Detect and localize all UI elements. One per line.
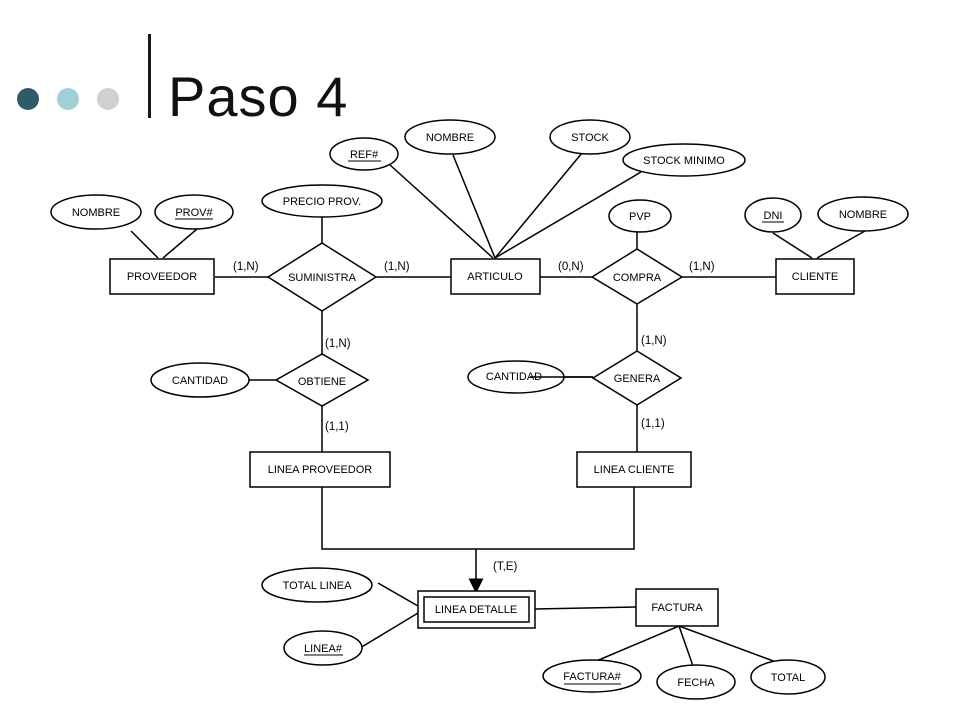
connector-lines xyxy=(130,152,866,667)
attribute-stock: STOCK xyxy=(549,119,631,155)
relationship-suministra: SUMINISTRA xyxy=(266,242,378,312)
attribute-fecha: FECHA xyxy=(656,664,736,700)
entity-label: LINEA CLIENTE xyxy=(594,464,675,476)
entity-cliente: CLIENTE xyxy=(775,258,855,295)
attribute-label: REF# xyxy=(350,149,379,161)
attribute-label: STOCK MINIMO xyxy=(643,155,725,167)
cardinality-label: (1,1) xyxy=(641,418,665,430)
entity-label: PROVEEDOR xyxy=(127,271,197,283)
attribute-cantidad-obtiene: CANTIDAD xyxy=(150,362,250,398)
entity-label: LINEA DETALLE xyxy=(435,604,517,616)
attribute-label: FACTURA# xyxy=(563,671,621,683)
entity-label: LINEA PROVEEDOR xyxy=(268,464,373,476)
accent-dot-light xyxy=(57,88,79,110)
entity-factura: FACTURA xyxy=(635,588,719,627)
attribute-prov-nombre: NOMBRE xyxy=(50,194,142,230)
cardinality-label: (1,N) xyxy=(384,261,410,273)
attribute-label: PRECIO PROV. xyxy=(283,196,361,208)
attribute-cantidad-genera: CANTIDAD xyxy=(467,360,593,394)
cardinality-label: (1,N) xyxy=(689,261,715,273)
attribute-label: TOTAL xyxy=(771,672,805,684)
cardinality-label: (1,N) xyxy=(325,338,351,350)
cardinality-label: (1,N) xyxy=(641,335,667,347)
attribute-label: DNI xyxy=(764,210,783,222)
cardinality-label: (0,N) xyxy=(558,261,584,273)
attribute-label: LINEA# xyxy=(304,643,343,655)
relationship-label: OBTIENE xyxy=(298,376,346,388)
attribute-dni: DNI xyxy=(744,197,802,233)
attribute-label: NOMBRE xyxy=(839,209,887,221)
attribute-label: TOTAL LINEA xyxy=(283,580,353,592)
accent-dot-grey xyxy=(97,88,119,110)
attribute-label: NOMBRE xyxy=(426,132,474,144)
attribute-label: FECHA xyxy=(677,677,715,689)
entity-articulo: ARTICULO xyxy=(450,258,541,295)
attribute-stock-minimo: STOCK MINIMO xyxy=(622,143,746,177)
entity-linea-detalle: LINEA DETALLE xyxy=(417,590,536,629)
title-divider xyxy=(148,34,151,118)
relationship-label: GENERA xyxy=(614,373,661,385)
attribute-label: CANTIDAD xyxy=(172,375,228,387)
attribute-ref: REF# xyxy=(329,137,399,171)
attribute-label: PROV# xyxy=(175,207,213,219)
relationship-genera: GENERA xyxy=(591,350,683,406)
entity-label: ARTICULO xyxy=(467,271,523,283)
attribute-total-linea: TOTAL LINEA xyxy=(261,567,373,603)
attribute-label: PVP xyxy=(629,211,651,223)
entity-linea-proveedor: LINEA PROVEEDOR xyxy=(249,451,391,488)
attribute-total: TOTAL xyxy=(750,659,826,695)
attribute-pvp: PVP xyxy=(608,199,672,233)
cardinality-label: (1,N) xyxy=(233,261,259,273)
relationship-obtiene: OBTIENE xyxy=(274,353,370,407)
entity-label: CLIENTE xyxy=(792,271,838,283)
attribute-factura-id: FACTURA# xyxy=(542,659,642,693)
attribute-prov-id: PROV# xyxy=(154,194,234,230)
attribute-precio-prov: PRECIO PROV. xyxy=(261,184,383,218)
attribute-label: NOMBRE xyxy=(72,207,120,219)
relationship-compra: COMPRA xyxy=(590,248,684,305)
attribute-linea-id: LINEA# xyxy=(283,630,363,666)
attribute-label: CANTIDAD xyxy=(486,371,542,383)
relationship-label: COMPRA xyxy=(613,272,662,284)
attribute-art-nombre: NOMBRE xyxy=(404,119,496,155)
page-title: Paso 4 xyxy=(168,65,349,128)
relationship-label: SUMINISTRA xyxy=(288,272,357,284)
cardinality-labels: (1,N) (1,N) (0,N) (1,N) (1,N) (1,1) (1,N… xyxy=(233,261,715,573)
attribute-cli-nombre: NOMBRE xyxy=(817,196,909,232)
attribute-label: STOCK xyxy=(571,132,609,144)
entity-label: FACTURA xyxy=(651,602,703,614)
hierarchy-label: (T,E) xyxy=(493,561,517,573)
cardinality-label: (1,1) xyxy=(325,421,349,433)
entity-linea-cliente: LINEA CLIENTE xyxy=(576,451,692,488)
entity-proveedor: PROVEEDOR xyxy=(109,258,215,295)
accent-dot-dark xyxy=(17,88,39,110)
